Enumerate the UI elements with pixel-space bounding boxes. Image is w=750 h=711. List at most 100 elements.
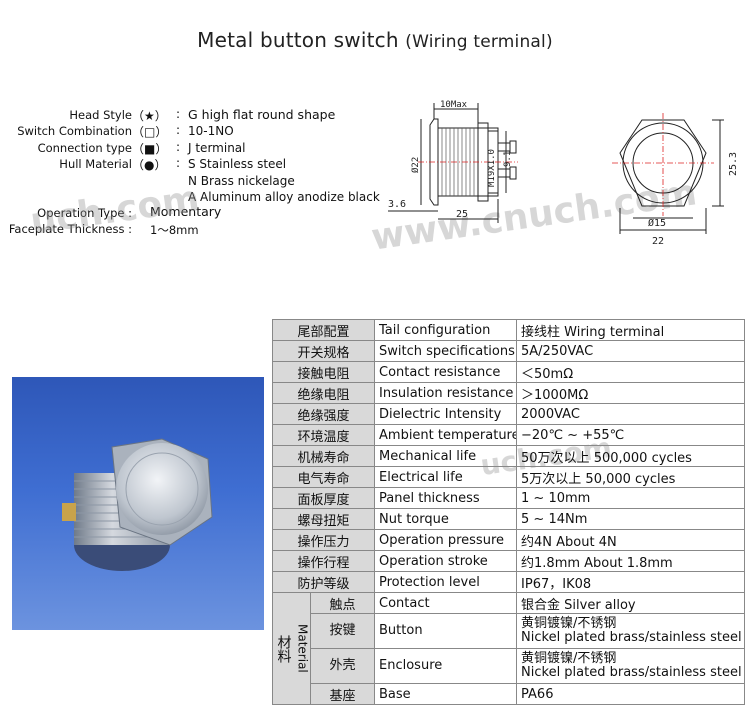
spec-value: 黄铜镀镍/不锈钢 Nickel plated brass/stainless s… xyxy=(516,648,746,684)
spec-value: 接线柱 Wiring terminal xyxy=(516,319,746,341)
spec-value: 2000VAC xyxy=(516,403,746,425)
option-value: J terminal xyxy=(188,141,246,155)
spec-en: Base xyxy=(374,683,518,705)
spec-en: Mechanical life xyxy=(374,445,518,467)
spec-en: Dielectric Intensity xyxy=(374,403,518,425)
spec-en: Nut torque xyxy=(374,508,518,530)
option-label: Switch Combination xyxy=(17,124,132,138)
dim-label: M19X1.0 xyxy=(487,149,497,187)
spec-value-zh: 黄铜镀镍/不锈钢 xyxy=(521,616,617,631)
table-row: 材料 Material 触点 Contact 银合金 Silver alloy xyxy=(272,592,746,705)
side-view-drawing: 10Max Ø22 M19X1.0 9.1 3.6 25 xyxy=(388,100,518,223)
spec-en: Operation stroke xyxy=(374,550,518,572)
option-mark: （●） xyxy=(132,158,167,172)
spec-value: 5 ~ 14Nm xyxy=(516,508,746,530)
spec-zh: 机械寿命 xyxy=(271,445,376,467)
material-group: 材料 Material xyxy=(272,592,311,705)
spec-value: 5A/250VAC xyxy=(516,340,746,362)
dim-label: 10Max xyxy=(440,100,468,110)
spec-en: Panel thickness xyxy=(374,487,518,509)
table-row: 按键 Button 黄铜镀镍/不锈钢 Nickel plated brass/s… xyxy=(273,613,746,649)
spec-value: 黄铜镀镍/不锈钢 Nickel plated brass/stainless s… xyxy=(516,613,746,649)
dim-label: 25 xyxy=(456,209,468,220)
dim-label: Ø15 xyxy=(648,217,666,229)
spec-value: 5万次以上 50,000 cycles xyxy=(516,466,746,488)
spec-value: 1 ~ 10mm xyxy=(516,487,746,509)
spec-value: ＞1000MΩ xyxy=(516,382,746,404)
title-sub: (Wiring terminal) xyxy=(405,32,553,52)
dim-label: 9.1 xyxy=(503,151,513,167)
material-group-zh: 材料 xyxy=(275,634,292,663)
spec-value-en: Nickel plated brass/stainless steel xyxy=(521,630,742,645)
operation-type-label: Operation Type : xyxy=(37,206,132,220)
spec-en: Switch specifications xyxy=(374,340,518,362)
material-group-en: Material xyxy=(295,624,310,673)
option-mark: （□） xyxy=(132,125,168,139)
spec-en: Button xyxy=(374,613,518,649)
title-main: Metal button switch xyxy=(197,28,399,52)
spec-en: Tail configuration xyxy=(374,319,518,341)
spec-zh: 螺母扭矩 xyxy=(271,508,376,530)
spec-en: Ambient temperature xyxy=(374,424,518,446)
dim-label: 22 xyxy=(652,236,664,247)
dim-label: 25.3 xyxy=(728,152,739,176)
spec-en: Enclosure xyxy=(374,648,518,684)
spec-zh: 接触电阻 xyxy=(271,361,376,383)
spec-en: Protection level xyxy=(374,571,518,593)
spec-zh: 环境温度 xyxy=(271,424,376,446)
option-value: 10-1NO xyxy=(188,124,234,138)
option-mark: （■） xyxy=(132,142,168,156)
spec-zh: 按键 xyxy=(309,613,376,649)
spec-zh: 基座 xyxy=(309,683,376,705)
dim-label: Ø22 xyxy=(410,157,421,173)
spec-zh: 防护等级 xyxy=(271,571,376,593)
faceplate-thickness-label: Faceplate Thickness : xyxy=(8,222,132,236)
spec-value: 银合金 Silver alloy xyxy=(516,592,746,614)
spec-value-zh: 黄铜镀镍/不锈钢 xyxy=(521,651,617,666)
spec-value: PA66 xyxy=(516,683,746,705)
spec-zh: 操作行程 xyxy=(271,550,376,572)
spec-value: ＜50mΩ xyxy=(516,361,746,383)
table-row: 基座 Base PA66 xyxy=(273,683,746,705)
option-value: S Stainless steel xyxy=(188,157,287,171)
table-row: 外壳 Enclosure 黄铜镀镍/不锈钢 Nickel plated bras… xyxy=(273,648,746,684)
spec-value: IP67，IK08 xyxy=(516,571,746,593)
spec-zh: 电气寿命 xyxy=(271,466,376,488)
dim-label: 3.6 xyxy=(388,199,406,210)
spec-en: Contact xyxy=(374,592,518,614)
spec-en: Electrical life xyxy=(374,466,518,488)
faceplate-thickness-value: 1～8mm xyxy=(150,223,199,237)
spec-en: Operation pressure xyxy=(374,529,518,551)
spec-en: Insulation resistance xyxy=(374,382,518,404)
spec-value: 50万次以上 500,000 cycles xyxy=(516,445,746,467)
metal-button-switch-image xyxy=(62,438,213,571)
spec-zh: 尾部配置 xyxy=(271,319,376,341)
spec-value: 约4N About 4N xyxy=(516,529,746,551)
operation-type-value: Momentary xyxy=(150,204,222,219)
spec-zh: 绝缘强度 xyxy=(271,403,376,425)
spec-value: 约1.8mm About 1.8mm xyxy=(516,550,746,572)
option-label: Head Style xyxy=(69,108,132,122)
option-label: Hull Material xyxy=(59,157,132,171)
spec-zh: 开关规格 xyxy=(271,340,376,362)
spec-zh: 面板厚度 xyxy=(271,487,376,509)
spec-value: −20℃ ~ +55℃ xyxy=(516,424,746,446)
spec-value-en: Nickel plated brass/stainless steel xyxy=(521,665,742,680)
spec-zh: 绝缘电阻 xyxy=(271,382,376,404)
hull-material-option: A Aluminum alloy anodize black xyxy=(188,190,380,204)
spec-en: Contact resistance xyxy=(374,361,518,383)
